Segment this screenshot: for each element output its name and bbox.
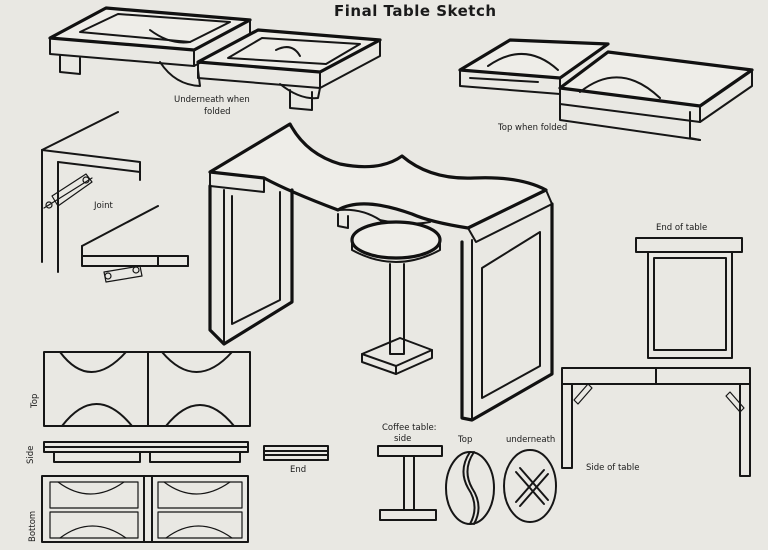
top-view-label: Top bbox=[30, 393, 40, 408]
coffee-underneath-label: underneath bbox=[506, 435, 556, 445]
side-view-sketch bbox=[43, 441, 249, 463]
end-view-label: End bbox=[290, 465, 307, 475]
side-view-label: Side bbox=[26, 445, 36, 464]
joint-label: Joint bbox=[94, 201, 113, 211]
top-when-folded-label: Top when folded bbox=[498, 123, 568, 133]
page-title: Final Table Sketch bbox=[334, 2, 497, 20]
main-table-sketch bbox=[208, 122, 554, 422]
end-view-sketch bbox=[263, 445, 329, 461]
coffee-table-side-sketch bbox=[377, 445, 443, 521]
end-of-table-label: End of table bbox=[656, 223, 708, 233]
underneath-folded-label-2: folded bbox=[204, 107, 231, 117]
coffee-table-top-sketch bbox=[445, 451, 495, 525]
side-of-table-label: Side of table bbox=[586, 463, 640, 473]
end-of-table-sketch bbox=[635, 237, 743, 359]
bottom-view-sketch bbox=[41, 475, 249, 543]
joint-sketch bbox=[41, 111, 189, 283]
coffee-table-underneath-sketch bbox=[503, 449, 557, 523]
coffee-side-label: side bbox=[394, 434, 412, 444]
coffee-table-label: Coffee table: bbox=[382, 423, 437, 433]
underneath-folded-label: Underneath when bbox=[174, 95, 250, 105]
bottom-view-label: Bottom bbox=[28, 510, 38, 542]
side-of-table-sketch bbox=[561, 367, 751, 477]
top-when-folded-sketch bbox=[458, 38, 754, 141]
coffee-top-label: Top bbox=[458, 435, 473, 445]
underneath-folded-sketch bbox=[48, 6, 382, 111]
top-view-sketch bbox=[43, 351, 251, 427]
